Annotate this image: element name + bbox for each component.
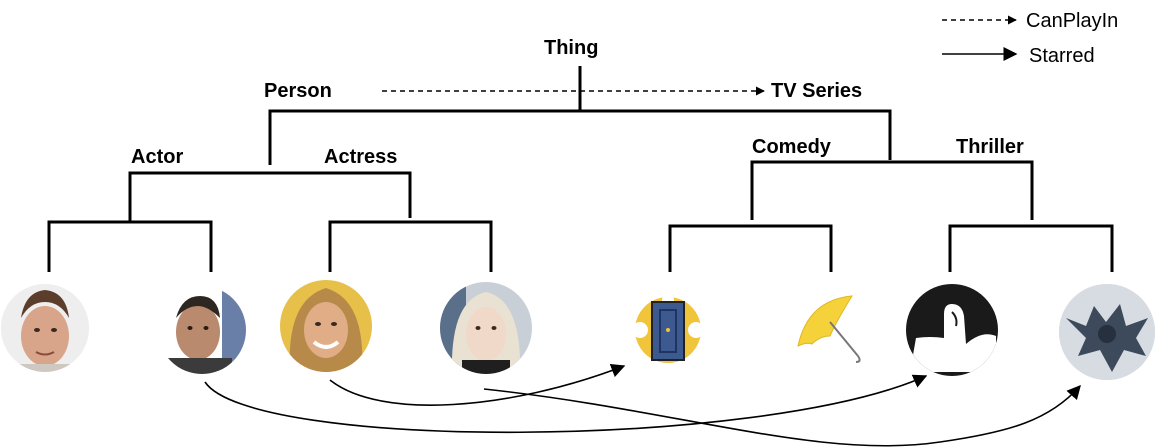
thriller-1-image [906, 284, 998, 376]
tv-series-branch [750, 160, 1034, 220]
comedy-2-image [797, 295, 861, 363]
starred-actor2-thriller1 [204, 374, 928, 434]
node-thing: Thing [544, 37, 598, 59]
taxonomy-tree [47, 66, 1114, 272]
starred-actress2-thriller2 [483, 384, 1081, 447]
node-actor: Actor [131, 146, 183, 168]
comedy-branch [668, 224, 833, 272]
node-thriller: Thriller [956, 136, 1024, 158]
legend-starred-label: Starred [1029, 45, 1095, 67]
node-tv-series: TV Series [771, 80, 862, 102]
comedy-1-image [632, 294, 704, 363]
node-comedy: Comedy [752, 136, 832, 158]
thing-branch [268, 109, 892, 165]
thriller-branch [948, 224, 1114, 272]
thriller-2-image [1059, 284, 1155, 380]
starred-actress1-comedy1 [329, 364, 626, 406]
leaf-images [1, 280, 1155, 380]
node-actress: Actress [324, 146, 397, 168]
actor-1-portrait [1, 284, 89, 372]
node-person: Person [264, 80, 332, 102]
actress-1-portrait [280, 280, 372, 372]
person-branch [128, 171, 412, 218]
actor-2-portrait [158, 286, 246, 374]
legend: CanPlayIn Starred [942, 10, 1118, 67]
starred-edges [204, 364, 1081, 447]
actor-branch [47, 220, 213, 272]
node-labels: Thing Person TV Series Actor Actress Com… [131, 37, 1024, 168]
actress-2-portrait [440, 282, 532, 374]
legend-can-play-in-label: CanPlayIn [1026, 10, 1118, 32]
actress-branch [328, 220, 493, 272]
